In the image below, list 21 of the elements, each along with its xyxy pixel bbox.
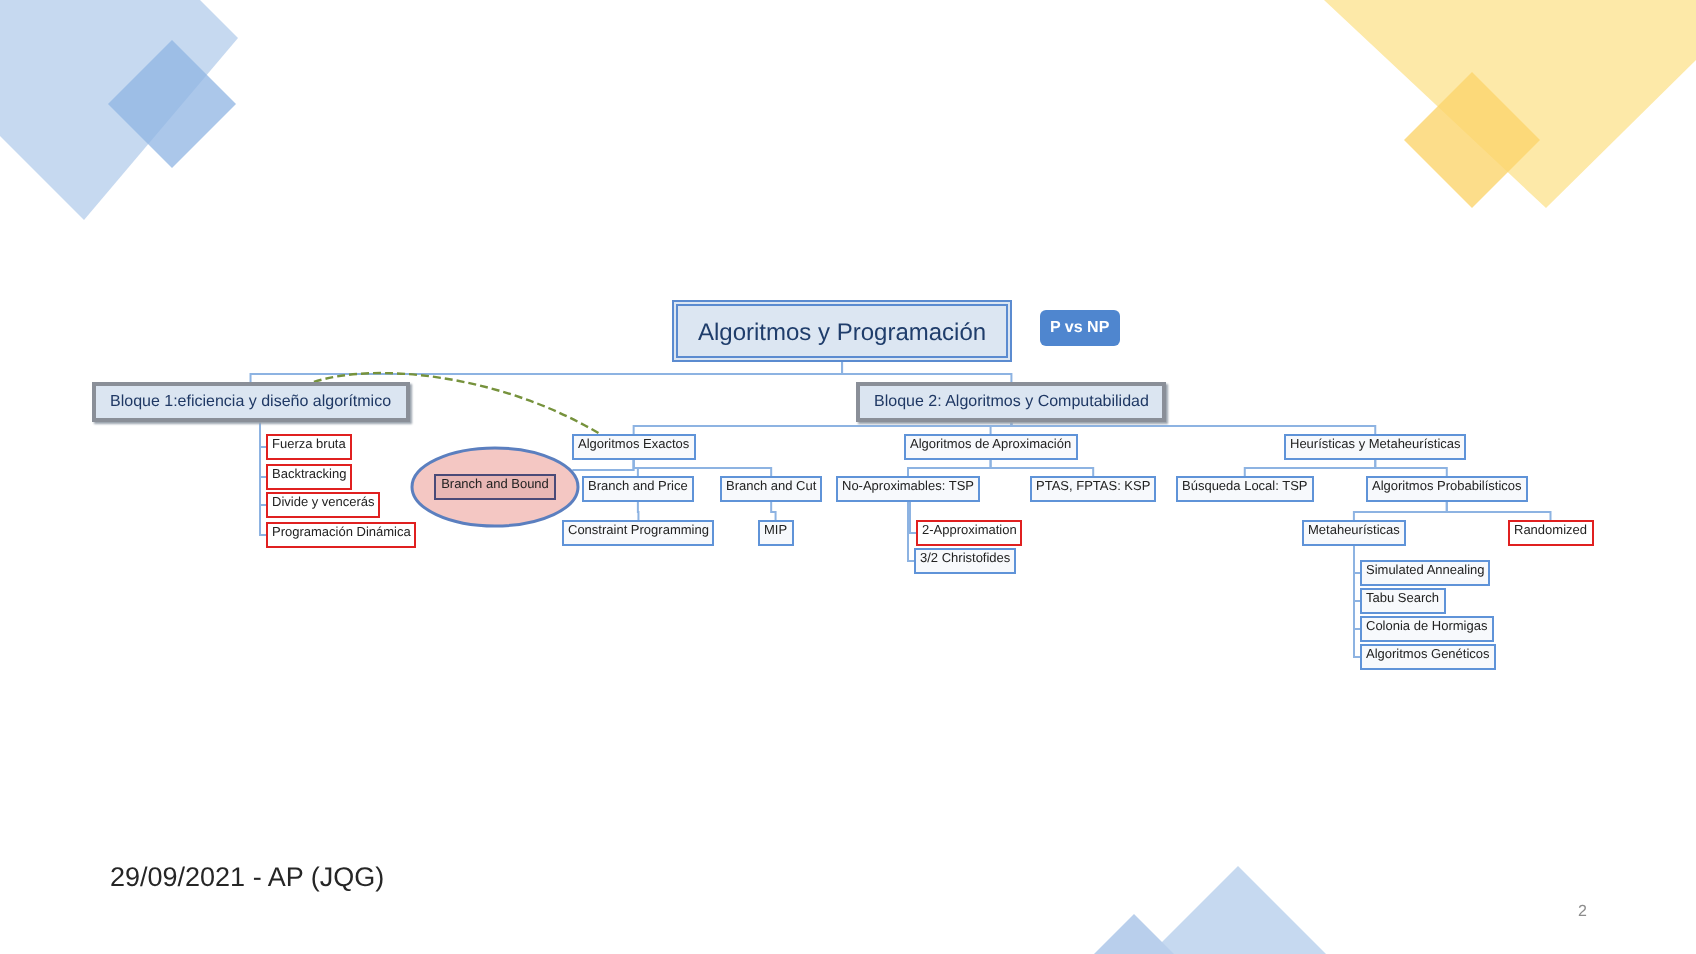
connector-line bbox=[1374, 459, 1448, 477]
page-number: 2 bbox=[1578, 902, 1587, 922]
connector-line bbox=[907, 501, 915, 562]
connector-line bbox=[841, 361, 1013, 383]
highlight-ellipse bbox=[410, 446, 580, 528]
central-topic-box: Algoritmos y Programación bbox=[672, 300, 1013, 362]
connector-line bbox=[989, 459, 1095, 477]
connector-line bbox=[1445, 501, 1552, 521]
connector-line bbox=[989, 421, 1013, 435]
connector-line bbox=[770, 501, 777, 521]
connector-line bbox=[1010, 421, 1377, 435]
main-topic-box: Bloque 1:eficiencia y diseño algorítmico bbox=[92, 382, 410, 422]
connector-line bbox=[632, 459, 773, 477]
connector-line bbox=[909, 501, 917, 534]
connector-line bbox=[636, 501, 640, 521]
main-topic-box: Bloque 2: Algoritmos y Computabilidad bbox=[856, 382, 1167, 422]
floating-topic-box: P vs NP bbox=[1040, 310, 1120, 346]
connector-line bbox=[1353, 545, 1361, 658]
dashed-relationship-curve bbox=[313, 372, 601, 436]
footer-text: 29/09/2021 - AP (JQG) bbox=[110, 862, 385, 896]
connector-line bbox=[259, 421, 267, 536]
